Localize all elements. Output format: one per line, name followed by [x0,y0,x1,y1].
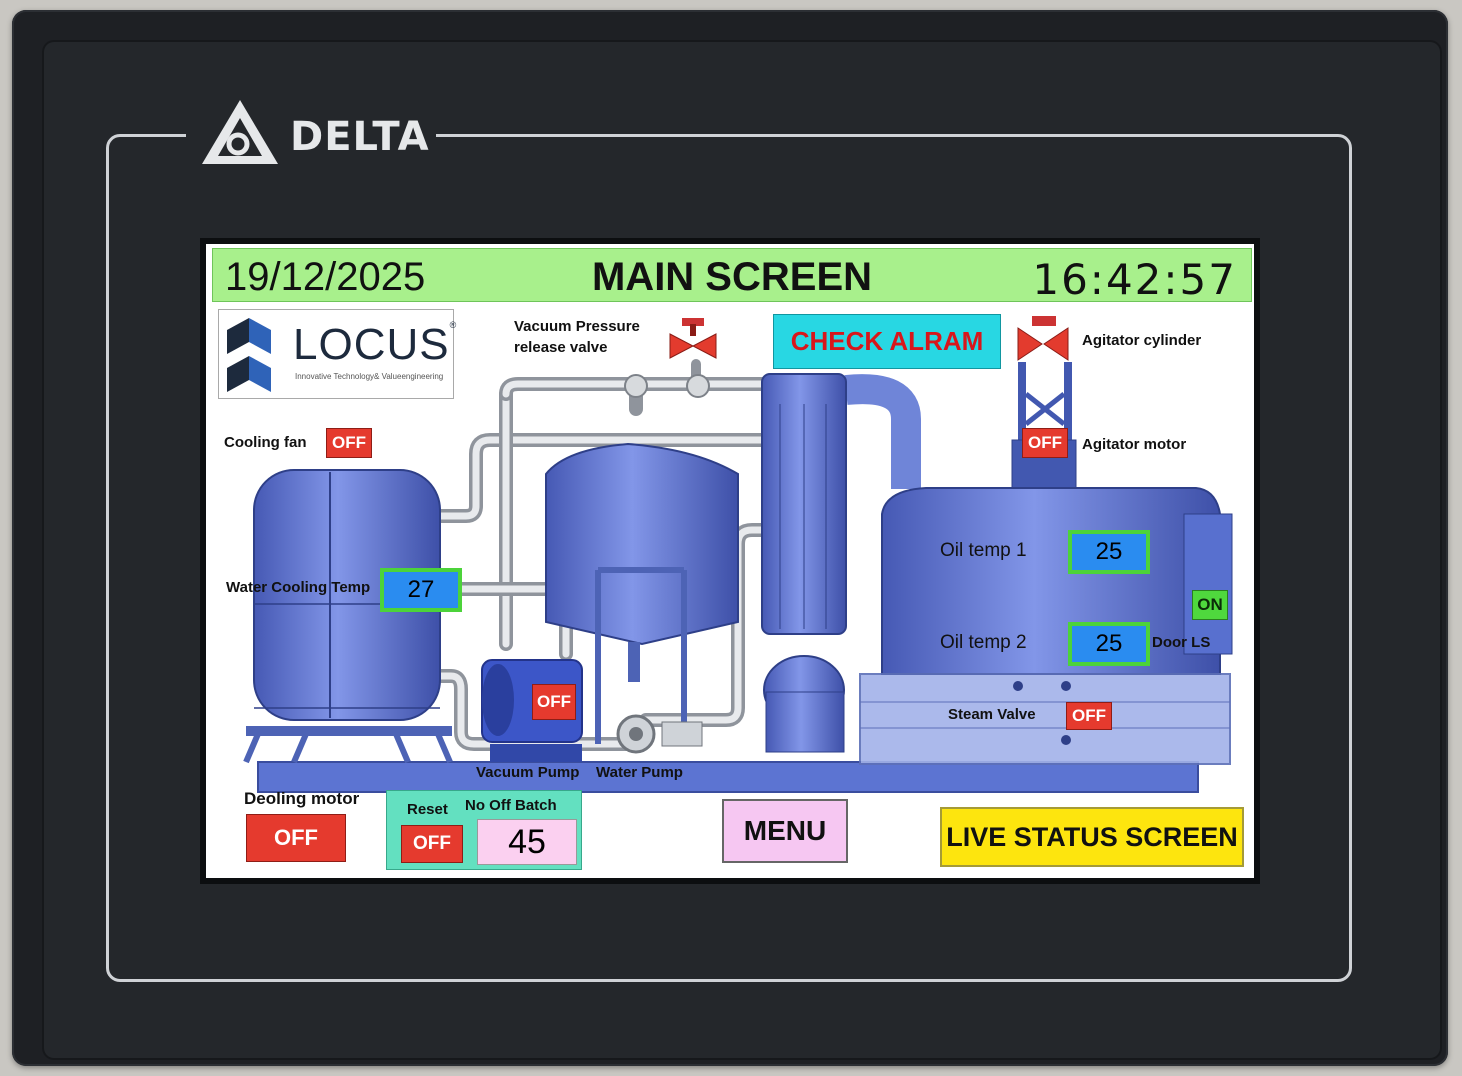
vacuum-valve-label-2: release valve [514,339,608,356]
vacuum-pump-label: Vacuum Pump [476,764,580,781]
central-vessel-icon [545,442,739,744]
oil-temp-1-label: Oil temp 1 [940,540,1027,561]
batch-counter-panel: Reset No Off Batch OFF 45 [386,790,582,870]
water-cooling-temp-value: 27 [380,568,462,612]
no-off-batch-label: No Off Batch [465,797,557,814]
locus-logo: LOCUS® Innovative Technology& Valueengin… [218,309,457,399]
steam-valve-status[interactable]: OFF [1066,702,1112,730]
reset-button[interactable]: OFF [401,825,463,863]
agitator-motor-label: Agitator motor [1082,436,1187,453]
cooling-tank-icon [243,469,453,764]
cooling-fan-label: Cooling fan [224,434,307,451]
locus-name: LOCUS® [293,320,457,370]
date-display: 19/12/2025 [225,255,426,299]
cooling-fan-status[interactable]: OFF [326,428,372,458]
reset-label: Reset [407,801,448,818]
delta-brand-text: DELTA [290,114,430,160]
deoling-motor-label: Deoling motor [244,789,360,808]
oil-temp-2-value: 25 [1068,622,1150,666]
batch-count-value: 45 [477,819,577,865]
delta-logo-icon [202,100,278,164]
check-alarm-button[interactable]: CHECK ALRAM [773,314,1001,369]
oil-temp-1-value: 25 [1068,530,1150,574]
trademark-mark: ® [449,320,458,330]
touch-screen: 19/12/2025 MAIN SCREEN 16:42:57 LOCUS® I… [200,238,1260,884]
agitator-cylinder-label: Agitator cylinder [1082,332,1202,349]
status-header: 19/12/2025 MAIN SCREEN 16:42:57 [212,248,1252,304]
delta-brand: DELTA [200,96,430,166]
main-reactor-icon [859,487,1233,765]
locus-wordmark: LOCUS [293,320,450,369]
hmi-display: 19/12/2025 MAIN SCREEN 16:42:57 LOCUS® I… [206,244,1254,878]
door-ls-label: Door LS [1152,634,1211,651]
agitator-cylinder-icon [1011,316,1077,489]
agitator-motor-status[interactable]: OFF [1022,428,1068,458]
vacuum-release-valve-icon [669,318,717,359]
page-title: MAIN SCREEN [591,255,873,299]
vacuum-pump-status[interactable]: OFF [532,684,576,720]
oil-temp-2-label: Oil temp 2 [940,632,1027,653]
water-pump-label: Water Pump [596,764,683,781]
deoling-motor-button[interactable]: OFF [246,814,346,862]
live-status-button[interactable]: LIVE STATUS SCREEN [940,807,1244,867]
vacuum-valve-label: Vacuum Pressure [514,318,640,335]
water-pump-icon [616,714,703,754]
locus-tagline: Innovative Technology& Valueengineering [295,372,444,381]
bezel-trim-line [106,134,1352,982]
menu-button[interactable]: MENU [722,799,848,863]
clock-display: 16:42:57 [1032,255,1237,304]
condenser-column-icon [761,373,921,753]
water-cooling-temp-label: Water Cooling Temp [226,579,371,596]
process-diagram [243,316,1233,793]
locus-emblem-icon [227,318,271,392]
steam-valve-label: Steam Valve [948,706,1036,723]
door-ls-status[interactable]: ON [1192,590,1228,620]
